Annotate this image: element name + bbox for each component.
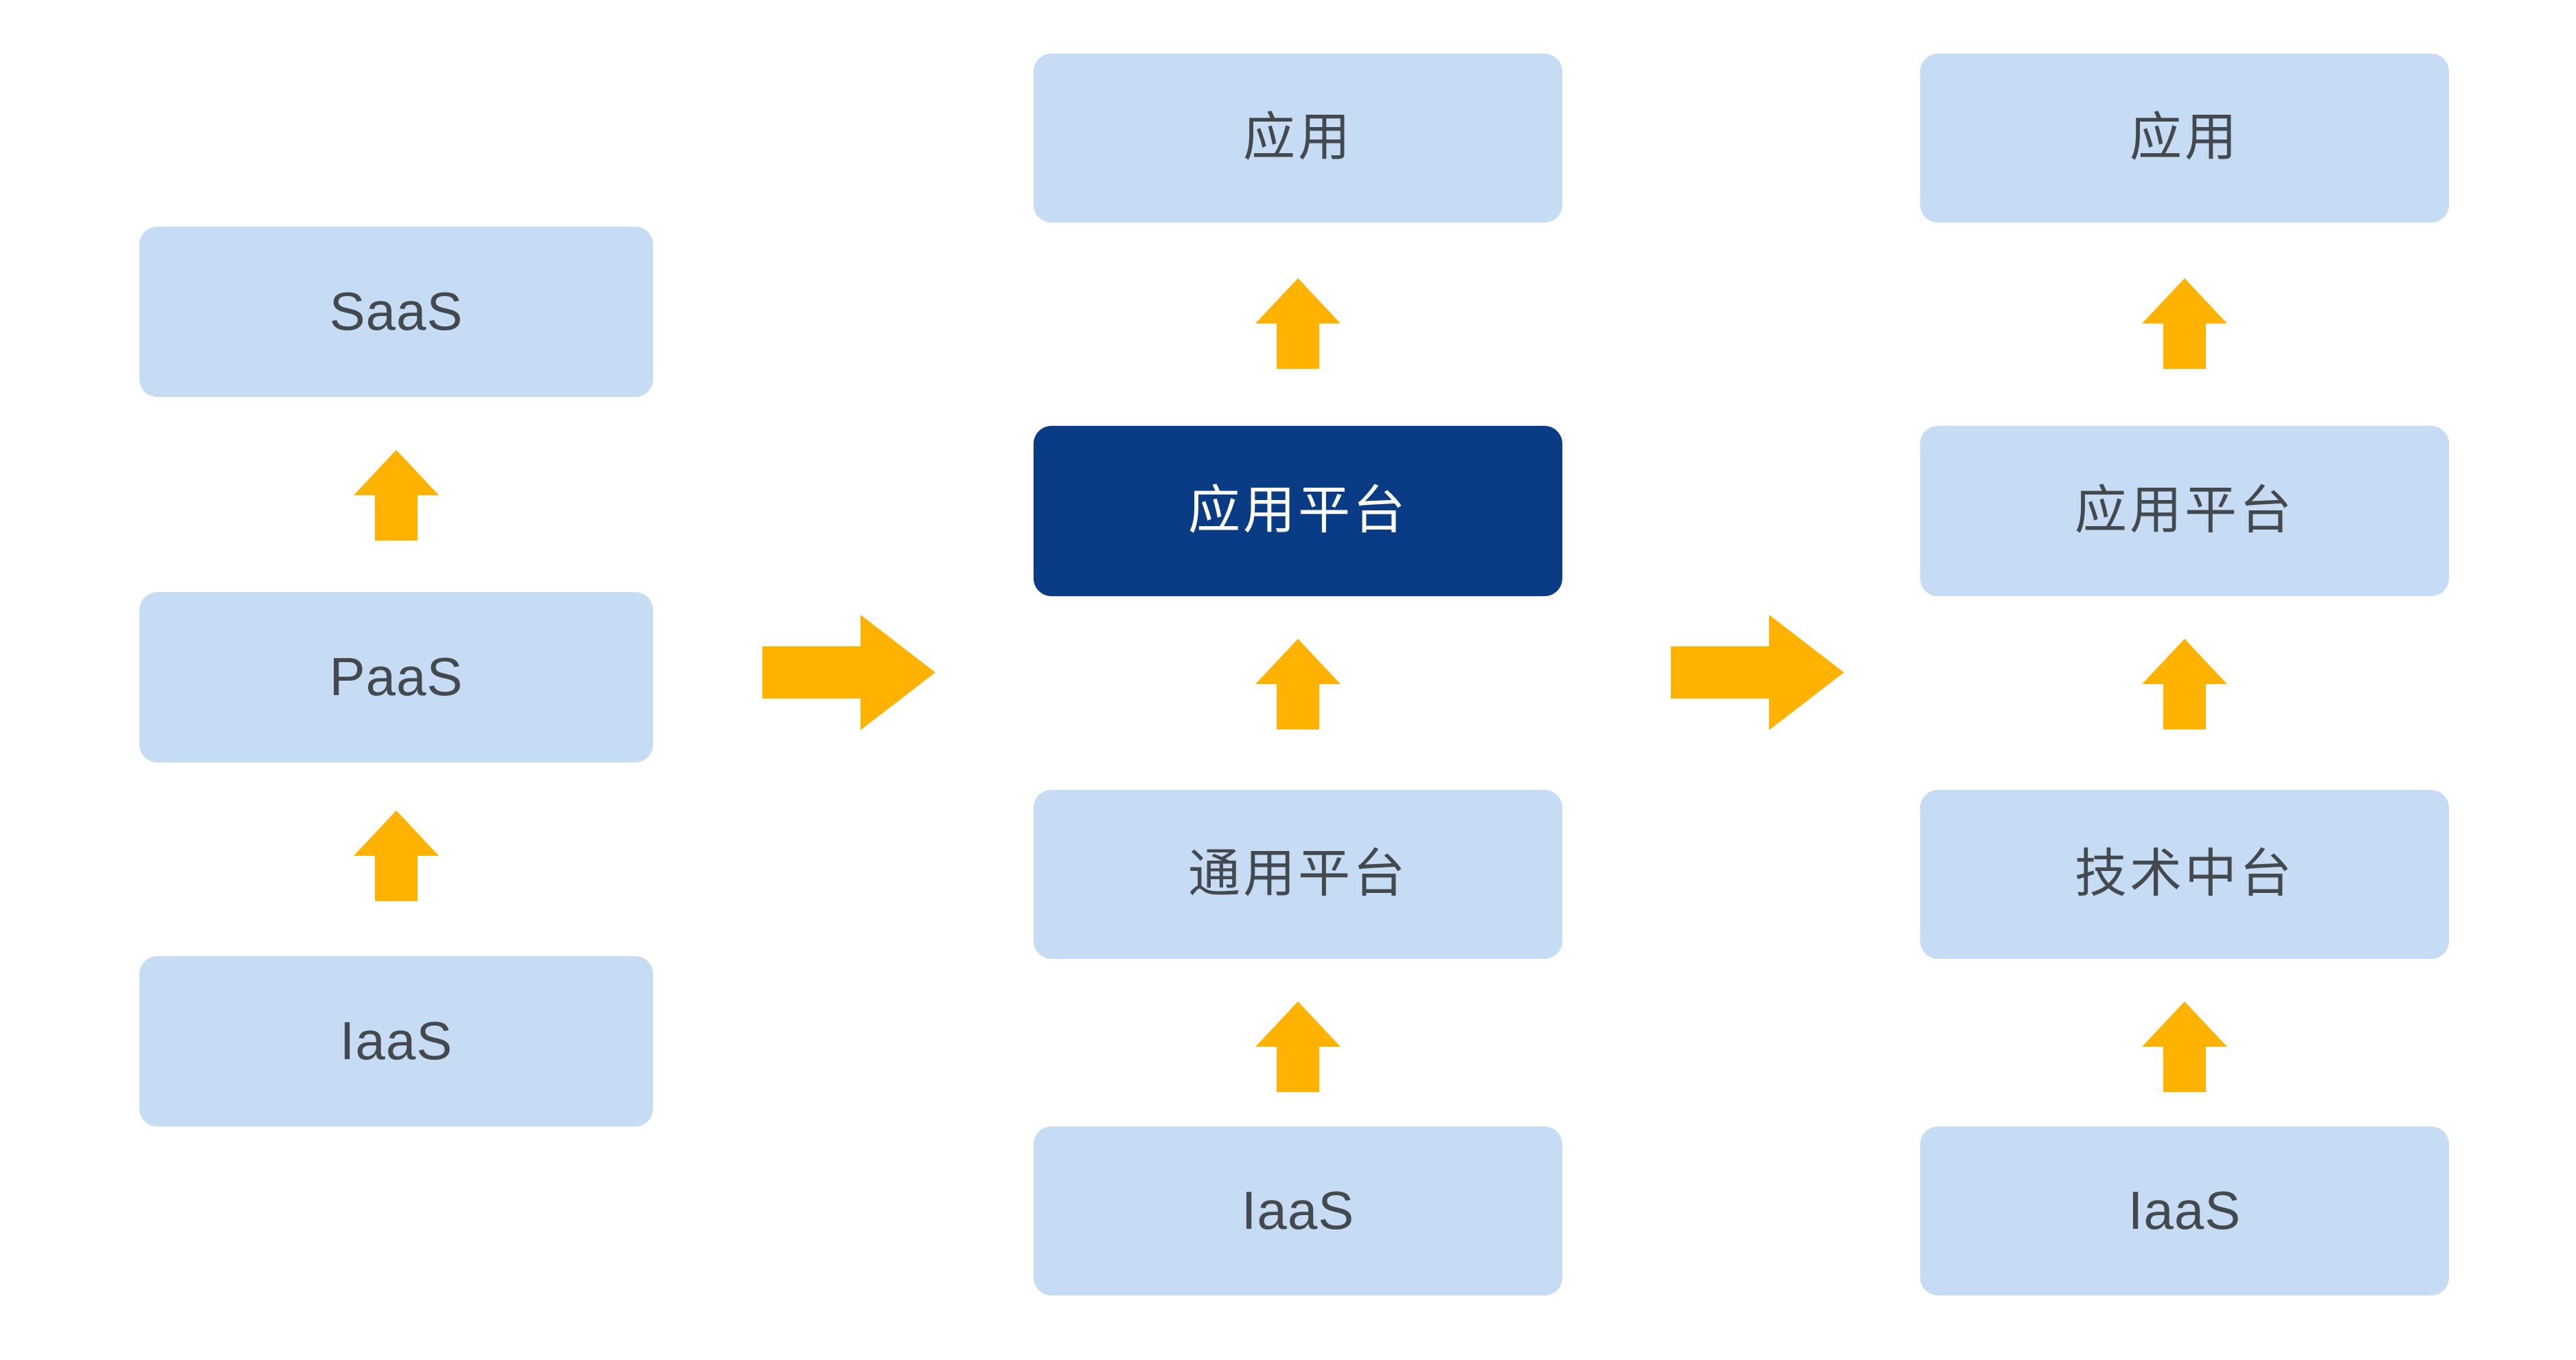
up-arrow-iaas-to-generalplatform (1255, 1001, 1341, 1092)
box-label: IaaS (339, 1010, 453, 1072)
up-arrow-techmiddleplatform-to-appplatform (2142, 639, 2227, 729)
box-iaas-column3[interactable]: IaaS (1920, 1126, 2449, 1295)
up-arrow-paas-to-saas (354, 450, 439, 541)
box-general-platform[interactable]: 通用平台 (1034, 790, 1562, 959)
transition-arrow-2-icon (1671, 615, 1844, 730)
box-label: PaaS (329, 646, 464, 707)
box-label: 应用平台 (1188, 481, 1408, 541)
box-application-middle[interactable]: 应用 (1034, 54, 1562, 223)
up-arrow-appplatform-to-application-right (2142, 278, 2227, 369)
box-saas[interactable]: SaaS (139, 227, 653, 397)
box-label: 技术中台 (2075, 845, 2294, 904)
up-arrow-appplatform-to-application-middle (1255, 278, 1341, 369)
up-arrow-iaas-to-techmiddleplatform (2142, 1001, 2227, 1092)
box-paas[interactable]: PaaS (139, 592, 653, 762)
box-application-right[interactable]: 应用 (1920, 54, 2449, 223)
transition-arrow-1-icon (762, 615, 935, 730)
box-label: SaaS (329, 281, 464, 342)
up-arrow-generalplatform-to-appplatform (1255, 639, 1341, 729)
up-arrow-iaas-to-paas (354, 811, 439, 901)
box-label: 应用平台 (2075, 481, 2294, 541)
box-label: IaaS (1241, 1180, 1355, 1241)
box-iaas-column2[interactable]: IaaS (1034, 1126, 1562, 1295)
box-label: 通用平台 (1188, 845, 1408, 904)
box-label: 应用 (1243, 109, 1353, 168)
box-label: 应用 (2130, 109, 2239, 168)
box-application-platform-highlighted[interactable]: 应用平台 (1034, 426, 1562, 596)
box-label: IaaS (2128, 1180, 2242, 1241)
box-iaas-column1[interactable]: IaaS (139, 956, 653, 1126)
box-application-platform-right[interactable]: 应用平台 (1920, 426, 2449, 596)
box-technology-middle-platform[interactable]: 技术中台 (1920, 790, 2449, 959)
